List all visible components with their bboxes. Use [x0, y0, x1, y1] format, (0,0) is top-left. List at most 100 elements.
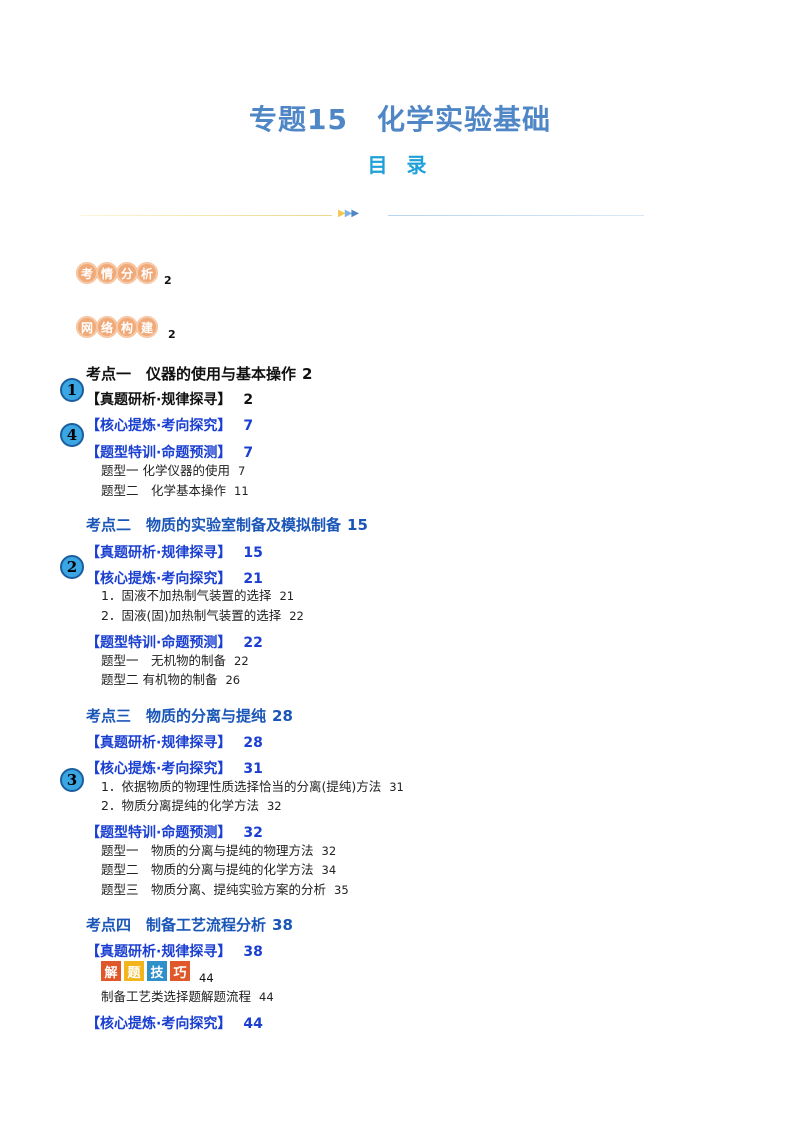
- page-title: 专题15 化学实验基础: [249, 103, 551, 136]
- toc-topic-1[interactable]: 考点一 仪器的使用与基本操作 2: [86, 363, 312, 384]
- item-label: 2．固液(固)加热制气装置的选择: [101, 608, 282, 623]
- skill-char: 技: [147, 961, 167, 981]
- marker-circle-2-icon: 2: [60, 555, 84, 579]
- page-number: 28: [243, 735, 263, 751]
- badge-char: 络: [96, 316, 118, 338]
- item-label: 1．固液不加热制气装置的选择: [101, 588, 272, 603]
- toc-section-tixing[interactable]: 【题型特训·命题预测】 7: [86, 442, 253, 462]
- toc-section-tixing[interactable]: 【题型特训·命题预测】 32: [86, 822, 263, 842]
- section-label: 【真题研析·规律探寻】: [86, 545, 232, 561]
- page-number: 21: [279, 589, 295, 603]
- item-label: 题型二 化学基本操作: [101, 483, 227, 498]
- topic-label: 考点一 仪器的使用与基本操作: [86, 365, 297, 383]
- skill-char: 题: [124, 961, 144, 981]
- badge-char: 网: [76, 316, 98, 338]
- page-number: 44: [243, 1016, 263, 1032]
- page-number: 38: [243, 944, 263, 960]
- item-label: 2．物质分离提纯的化学方法: [101, 798, 259, 813]
- page-number: 28: [272, 707, 293, 725]
- page-number: 26: [225, 673, 241, 687]
- toc-item[interactable]: 2．固液(固)加热制气装置的选择 22: [101, 605, 304, 624]
- toc-item[interactable]: 2．物质分离提纯的化学方法 32: [101, 795, 282, 814]
- topic-label: 考点四 制备工艺流程分析: [86, 916, 267, 934]
- section-label: 【核心提炼·考向探究】: [86, 761, 232, 777]
- marker-circle-4-icon: 4: [60, 423, 84, 447]
- toc-section-hexin[interactable]: 【核心提炼·考向探究】 21: [86, 568, 263, 588]
- skill-char: 巧: [170, 961, 190, 981]
- section-label: 【真题研析·规律探寻】: [86, 944, 232, 960]
- item-label: 1．依据物质的物理性质选择恰当的分离(提纯)方法: [101, 779, 382, 794]
- toc-topic-4[interactable]: 考点四 制备工艺流程分析 38: [86, 914, 293, 935]
- toc-item[interactable]: 题型一 物质的分离与提纯的物理方法 32: [101, 840, 336, 859]
- toc-item[interactable]: 1．固液不加热制气装置的选择 21: [101, 585, 294, 604]
- skill-badge[interactable]: 解 题 技 巧 44: [101, 961, 214, 985]
- page-number: 2: [168, 327, 176, 341]
- toc-item[interactable]: 题型二 有机物的制备 26: [101, 669, 240, 688]
- badge-char: 情: [96, 262, 118, 284]
- page-number: 22: [234, 654, 249, 668]
- page-number: 22: [289, 609, 304, 623]
- toc-topic-2[interactable]: 考点二 物质的实验室制备及模拟制备 15: [86, 514, 368, 535]
- page-number: 31: [243, 761, 263, 777]
- section-label: 【真题研析·规律探寻】: [86, 392, 232, 408]
- toc-section-zhenti[interactable]: 【真题研析·规律探寻】28: [86, 732, 263, 752]
- item-label: 题型一 无机物的制备: [101, 653, 227, 668]
- marker-circle-1-icon: 1: [60, 378, 84, 402]
- section-label: 【题型特训·命题预测】: [86, 825, 232, 841]
- badge-char: 考: [76, 262, 98, 284]
- page-number: 15: [243, 545, 263, 561]
- badge-wangluo[interactable]: 网 络 构 建 2: [76, 314, 176, 341]
- toc-section-zhenti[interactable]: 【真题研析·规律探寻】 2: [86, 389, 253, 409]
- toc-item[interactable]: 题型三 物质分离、提纯实验方案的分析 35: [101, 879, 349, 898]
- section-label: 【核心提炼·考向探究】: [86, 571, 232, 587]
- page-number: 34: [321, 863, 337, 877]
- item-label: 题型三 物质分离、提纯实验方案的分析: [101, 882, 327, 897]
- toc-heading: 目 录: [367, 153, 433, 177]
- page-number: 7: [237, 464, 246, 478]
- page-number: 32: [266, 799, 282, 813]
- section-label: 【题型特训·命题预测】: [86, 445, 232, 461]
- badge-char: 析: [136, 262, 158, 284]
- toc-item[interactable]: 题型二 化学基本操作 11: [101, 480, 249, 499]
- topic-label: 考点二 物质的实验室制备及模拟制备: [86, 516, 342, 534]
- marker-circle-3-icon: 3: [60, 768, 84, 792]
- item-label: 题型一 物质的分离与提纯的物理方法: [101, 843, 314, 858]
- page-number: 2: [302, 365, 313, 383]
- page-number: 32: [243, 825, 263, 841]
- page-number: 38: [272, 916, 293, 934]
- page-number: 2: [243, 392, 254, 408]
- page-number: 15: [347, 516, 368, 534]
- toc-section-hexin[interactable]: 【核心提炼·考向探究】 7: [86, 415, 253, 435]
- badge-char: 建: [136, 316, 158, 338]
- toc-section-zhenti[interactable]: 【真题研析·规律探寻】 38: [86, 941, 263, 961]
- page-number: 35: [334, 883, 349, 897]
- divider-right: [388, 215, 644, 216]
- page-number: 21: [243, 571, 263, 587]
- section-label: 【核心提炼·考向探究】: [86, 418, 232, 434]
- toc-section-hexin[interactable]: 【核心提炼·考向探究】44: [86, 1013, 263, 1033]
- skill-char: 解: [101, 961, 121, 981]
- item-label: 制备工艺类选择题解题流程: [101, 989, 252, 1004]
- page-number: 11: [234, 484, 249, 498]
- toc-section-hexin[interactable]: 【核心提炼·考向探究】 31: [86, 758, 263, 778]
- page-number: 7: [243, 445, 254, 461]
- badge-kaoqing[interactable]: 考 情 分 析 2: [76, 260, 172, 287]
- page-number: 22: [243, 635, 263, 651]
- badge-char: 分: [116, 262, 138, 284]
- page-number: 7: [243, 418, 254, 434]
- toc-section-tixing[interactable]: 【题型特训·命题预测】 22: [86, 632, 263, 652]
- page-number: 32: [321, 844, 337, 858]
- page-number: 2: [164, 273, 172, 287]
- toc-item[interactable]: 1．依据物质的物理性质选择恰当的分离(提纯)方法 31: [101, 776, 404, 795]
- divider-arrows-icon: ▶▶▶: [338, 208, 359, 219]
- item-label: 题型二 有机物的制备: [101, 672, 218, 687]
- page-number: 44: [199, 971, 214, 985]
- toc-section-zhenti[interactable]: 【真题研析·规律探寻】 15: [86, 542, 263, 562]
- toc-item[interactable]: 题型一 无机物的制备 22: [101, 650, 249, 669]
- section-label: 【题型特训·命题预测】: [86, 635, 232, 651]
- page-number: 31: [389, 780, 404, 794]
